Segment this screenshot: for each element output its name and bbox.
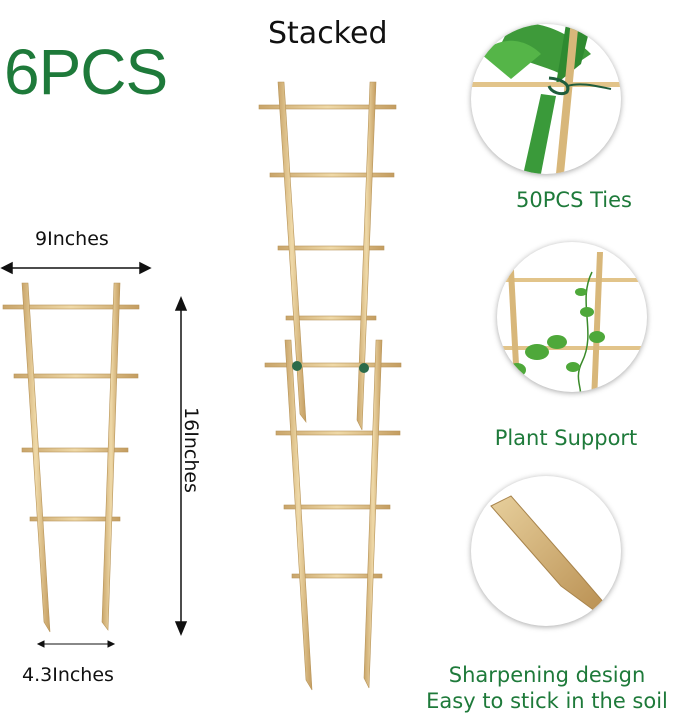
sharpening-feature-line2: Easy to stick in the soil [426, 689, 668, 713]
plant-support-image [497, 242, 647, 392]
sharpened-tip-image [471, 476, 621, 626]
trellis-poles [21, 282, 121, 633]
stacked-trellis-figure [258, 81, 402, 691]
upper-trellis [258, 81, 397, 431]
bottom-width-arrow [36, 640, 116, 648]
width-arrow [0, 261, 152, 275]
trellis-rungs [2, 304, 140, 522]
stacked-label: Stacked [268, 16, 388, 51]
sharpening-feature-line1: Sharpening design [448, 663, 646, 687]
ties-feature-label: 50PCS Ties [516, 188, 632, 212]
single-trellis-figure [0, 261, 188, 648]
pack-count-title: 6PCS [4, 36, 168, 108]
ties-closeup-image [471, 24, 621, 174]
green-ties [292, 361, 369, 373]
sharpening-feature-label: Sharpening design Easy to stick in the s… [412, 662, 679, 714]
height-dimension-label: 16Inches [180, 407, 202, 493]
lower-trellis [264, 339, 402, 691]
height-arrow [174, 296, 188, 636]
width-dimension-label: 9Inches [35, 228, 109, 250]
bottom-width-dimension-label: 4.3Inches [22, 664, 114, 686]
plant-support-feature-label: Plant Support [494, 426, 638, 450]
